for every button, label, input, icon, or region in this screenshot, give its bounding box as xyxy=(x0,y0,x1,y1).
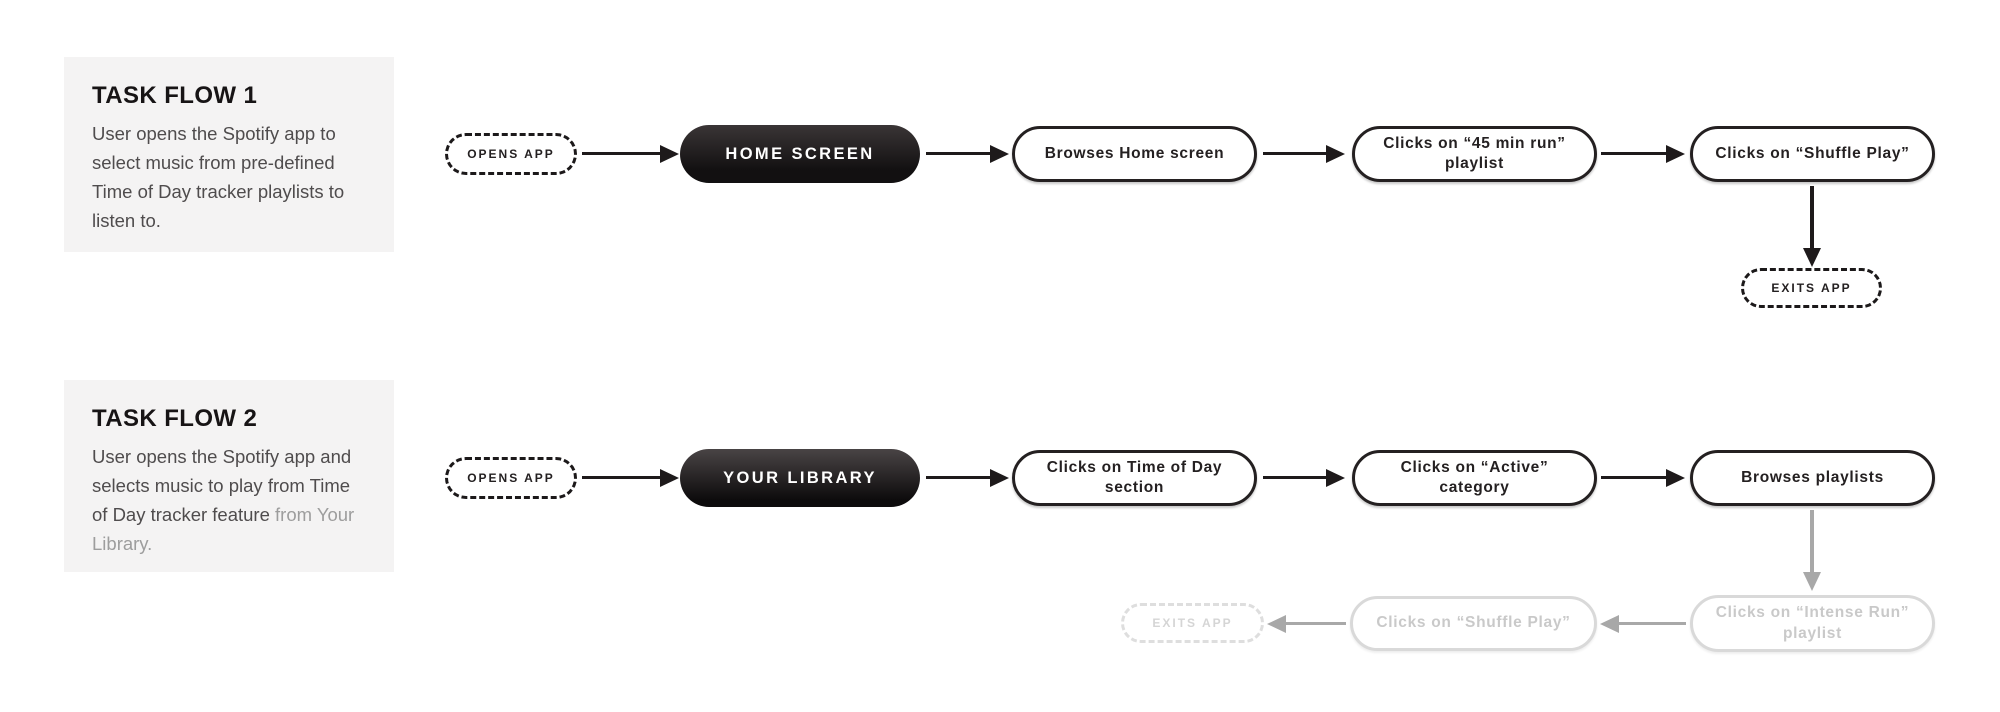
arrow-intense-run-to-shuffle xyxy=(1619,622,1686,625)
node-exits-app-flow2: EXITS APP xyxy=(1121,603,1264,643)
node-exits-app-flow1: EXITS APP xyxy=(1741,268,1882,308)
arrow-shuffle-to-exit-flow2 xyxy=(1286,622,1346,625)
node-home-screen: HOME SCREEN xyxy=(680,125,920,183)
arrow-timeofday-to-active xyxy=(1263,476,1326,479)
arrow-opens-to-library xyxy=(582,476,660,479)
task-flow-1-card: TASK FLOW 1 User opens the Spotify app t… xyxy=(64,57,394,252)
node-opens-app-flow1: OPENS APP xyxy=(445,133,577,175)
node-your-library: YOUR LIBRARY xyxy=(680,449,920,507)
node-shuffle-play-flow2: Clicks on “Shuffle Play” xyxy=(1350,596,1597,651)
arrow-active-to-browse-playlists xyxy=(1601,476,1666,479)
task-flow-1-description: User opens the Spotify app to select mus… xyxy=(92,123,345,231)
task-flow-2-title: TASK FLOW 2 xyxy=(92,405,258,432)
node-opens-app-flow2: OPENS APP xyxy=(445,457,577,499)
node-active-category: Clicks on “Active” category xyxy=(1352,450,1597,506)
node-45-min-run-playlist: Clicks on “45 min run” playlist xyxy=(1352,126,1597,182)
arrow-home-to-browse xyxy=(926,152,990,155)
arrow-browse-to-intense-run xyxy=(1810,510,1814,572)
arrow-library-to-timeofday xyxy=(926,476,990,479)
node-browses-home-screen: Browses Home screen xyxy=(1012,126,1257,182)
task-flow-1-title: TASK FLOW 1 xyxy=(92,82,258,109)
node-intense-run-playlist: Clicks on “Intense Run” playlist xyxy=(1690,595,1935,652)
arrow-browse-to-45minrun xyxy=(1263,152,1326,155)
node-browses-playlists: Browses playlists xyxy=(1690,450,1935,506)
arrow-opens-to-home xyxy=(582,152,660,155)
arrow-45minrun-to-shuffle xyxy=(1601,152,1666,155)
task-flow-2-card: TASK FLOW 2 User opens the Spotify app a… xyxy=(64,380,394,572)
arrow-shuffle-to-exit xyxy=(1810,186,1814,248)
node-time-of-day-section: Clicks on Time of Day section xyxy=(1012,450,1257,506)
task-flow-2-description: User opens the Spotify app and selects m… xyxy=(92,446,355,554)
task-flow-2-description-faded: from Your Library. xyxy=(92,504,355,554)
node-shuffle-play-flow1: Clicks on “Shuffle Play” xyxy=(1690,126,1935,182)
